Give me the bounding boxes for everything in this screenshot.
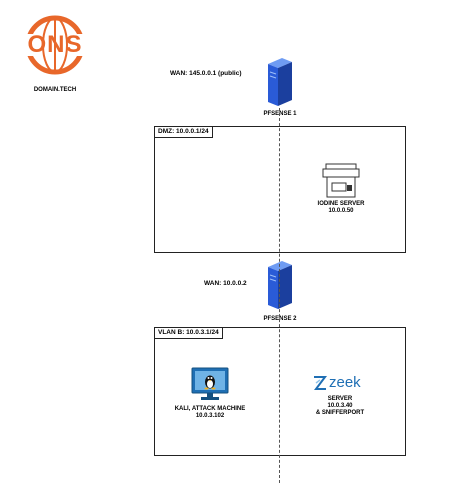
zeek-server-ip: 10.0.3.40 xyxy=(327,403,353,409)
network-link-line xyxy=(279,108,280,483)
pfsense2-label: PFSENSE 2 xyxy=(263,316,297,322)
kali-ip: 10.0.3.102 xyxy=(195,413,225,419)
ons-logo: ONS xyxy=(22,15,88,77)
wan1-label: WAN: 145.0.0.1 (public) xyxy=(170,70,242,77)
kali-monitor-icon xyxy=(191,367,229,401)
vlan-b-zone-label: VLAN B: 10.0.3.1/24 xyxy=(155,328,223,339)
pfsense1-label: PFSENSE 1 xyxy=(263,111,297,117)
logo-caption: DOMAIN.TECH xyxy=(33,87,77,93)
iodine-server-icon xyxy=(322,163,360,199)
dmz-zone: DMZ: 10.0.0.1/24 xyxy=(154,126,406,253)
iodine-server-ip: 10.0.0.50 xyxy=(328,208,354,214)
iodine-server-name: IODINE SERVER xyxy=(317,201,365,207)
logo-text: ONS xyxy=(27,31,83,58)
pfsense1-server-icon xyxy=(264,58,294,106)
wan2-label: WAN: 10.0.0.2 xyxy=(204,280,247,287)
zeek-brand-text: zeek xyxy=(329,374,361,391)
zeek-server-extra: & SNIFFERPORT xyxy=(315,410,365,416)
pfsense2-server-icon xyxy=(264,261,294,309)
zeek-server-name: SERVER xyxy=(327,396,353,402)
zeek-logo: zeek xyxy=(313,374,369,392)
kali-name: KALI, ATTACK MACHINE xyxy=(174,406,246,412)
logo-graphic xyxy=(24,15,86,75)
zeek-logo-icon xyxy=(314,376,327,390)
dmz-zone-label: DMZ: 10.0.0.1/24 xyxy=(155,127,213,138)
